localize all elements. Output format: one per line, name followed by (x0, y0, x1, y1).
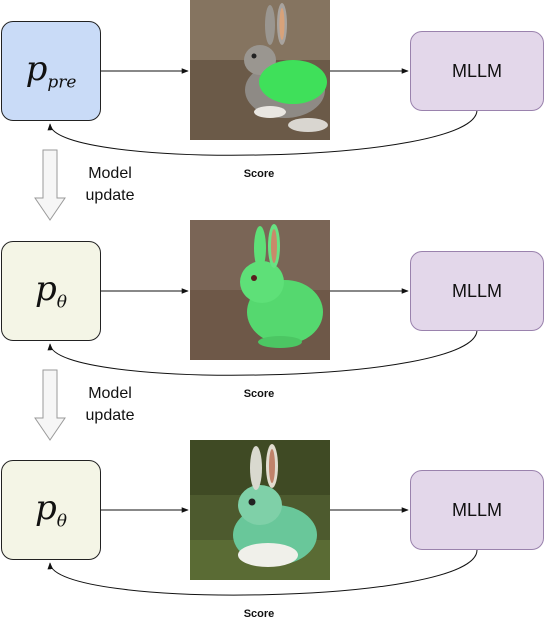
updated-model-box-1: pθ (1, 241, 101, 341)
model-update-label-1: Model update (85, 165, 135, 204)
mllm-label: MLLM (451, 60, 502, 81)
rabbit-image-3 (190, 440, 330, 580)
model-label: ppre (25, 49, 77, 93)
generated-image-grey-rabbit (190, 0, 330, 140)
rabbit-image-2 (190, 220, 330, 360)
generated-image-green-rabbit (190, 220, 330, 360)
score-label-2: Score (243, 388, 275, 400)
update-arrow-2 (34, 369, 66, 441)
feedback-arrow-2 (47, 329, 478, 376)
updated-model-box-2: pθ (1, 460, 101, 560)
feedback-arrow-1 (47, 109, 478, 156)
model-update-label-2: Model update (85, 385, 135, 424)
mllm-evaluator-box-3: MLLM (410, 470, 544, 550)
rabbit-image-1 (190, 0, 330, 140)
pretrained-model-box: ppre (1, 21, 101, 121)
mllm-label: MLLM (451, 499, 502, 520)
update-arrow-1 (34, 149, 66, 221)
model-label: pθ (34, 269, 67, 313)
score-label-3: Score (243, 608, 275, 620)
score-label-1: Score (243, 168, 275, 180)
feedback-arrow-3 (47, 549, 478, 596)
mllm-evaluator-box-2: MLLM (410, 251, 544, 331)
mllm-label: MLLM (451, 280, 502, 301)
model-label: pθ (34, 488, 67, 532)
mllm-evaluator-box-1: MLLM (410, 31, 544, 111)
generated-image-green-white-rabbit (190, 440, 330, 580)
